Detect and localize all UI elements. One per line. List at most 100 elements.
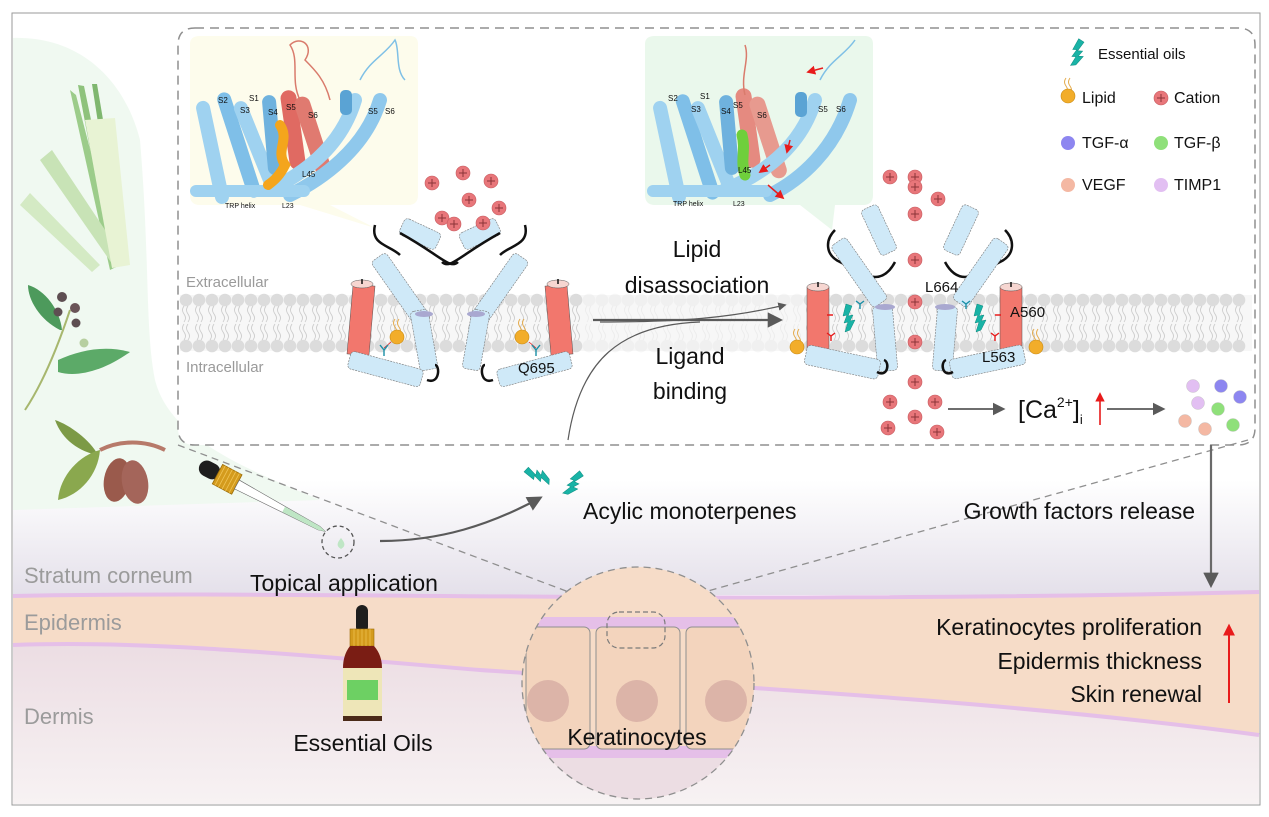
cation-ion [475,215,491,231]
outcome-skin-renewal: Skin renewal [1070,681,1202,707]
lipid-head [1154,293,1168,307]
lipid-head [777,339,791,353]
lipid-head [192,293,206,307]
vegf-dot [1061,178,1075,192]
lipid-tail [221,305,229,341]
lipid-head [569,293,583,307]
lipid-head [179,293,193,307]
lipid-tail [650,305,658,341]
legend: Essential oils Lipid Cation TGF-α TGF-β … [1060,37,1221,194]
cation-ion [446,216,462,232]
lipid-head [673,293,687,307]
open-channel: L664 A560 L563 [789,169,1045,440]
lipid-head [309,293,323,307]
lipid-tail [1170,305,1178,341]
lipid-head [751,339,765,353]
outcome-keratinocytes-proliferation: Keratinocytes proliferation [936,614,1202,640]
closed-s4-label: S4 [268,108,278,117]
lipid-head [829,293,843,307]
lipid-head [1050,339,1064,353]
lipid-tail [247,305,255,341]
a560-residue-label: A560 [1010,304,1045,321]
l563-residue-label: L563 [982,349,1015,366]
lipid-tail [1027,305,1035,341]
closed-s6-label: S6 [308,111,318,120]
lipid-head [1193,293,1207,307]
cation-ion [424,175,440,191]
intracellular-label: Intracellular [186,359,264,376]
closed-l23-label: L23 [282,203,294,210]
lipid-head [764,293,778,307]
lipid-head [270,339,284,353]
calcium-flow: [Ca2+]i [948,379,1247,436]
basement-line-top [12,590,1260,600]
lipid-tail [1157,305,1165,341]
lipid-head [1141,339,1155,353]
lipid-head [933,293,947,307]
lipid-tail [923,305,931,341]
tgf-beta-dot [1154,136,1168,150]
cation-ion [455,165,471,181]
lipid-head [205,339,219,353]
ligand-label-line1: Ligand [655,343,724,369]
lipid-head [920,293,934,307]
open-s5-label: S5 [733,101,743,110]
calcium-label: [Ca2+]i [1018,394,1083,427]
timp1-dot [1154,178,1168,192]
lipid-head [504,339,518,353]
lipid-head [296,339,310,353]
lipid-tail [702,305,710,341]
closed-trp-helix-label: TRP helix [225,203,256,210]
cation-ion [491,200,507,216]
lipid-head [686,293,700,307]
lipid-tail [611,305,619,341]
lipid-head [1219,293,1233,307]
ligand-binding-curve [567,321,701,441]
lipid-tail [1118,305,1126,341]
zoom-guides [177,439,1249,604]
open-s3-label: S3 [691,105,701,114]
open-l23-label: L23 [733,201,745,208]
legend-tgf-beta: TGF-β [1174,135,1221,152]
lipid-head [972,339,986,353]
lipid-head [1167,293,1181,307]
lipid-head [985,339,999,353]
lipid-tail [637,305,645,341]
tgf-beta-growth-factor [1211,402,1225,416]
lipid-tail [1183,305,1191,341]
closed-structure-inset: S2 S1 S3 S4 S5 S6 S5 S6 L45 TRP helix L2… [190,36,418,228]
open-l45-label: L45 [738,166,752,175]
lipid-head [322,293,336,307]
cation-ion [930,191,946,207]
cation-ion [483,173,499,189]
lipid-head [1232,293,1246,307]
cation-ion [882,394,898,410]
lipid-tail [377,305,385,341]
lipid-tail [455,305,463,341]
open-s6b-label: S6 [836,105,846,114]
lipid-head [777,293,791,307]
lipid-head [1128,293,1142,307]
vegf-growth-factor [1178,414,1192,428]
ligand-label-line2: binding [653,378,727,404]
lipid-head [790,293,804,307]
lipid-tail [1222,305,1230,341]
tgf-alpha-dot [1061,136,1075,150]
keratinocytes-label: Keratinocytes [567,724,706,750]
lipid-tail [273,305,281,341]
lipid-head [309,339,323,353]
lipid-tail [572,305,580,341]
lipid-head [1180,339,1194,353]
lipid-tail [520,305,528,341]
q695-residue-label: Q695 [518,360,555,377]
lipid-tail [195,305,203,341]
lipid-head [647,293,661,307]
lipid-disassociation-arrow-2 [599,302,787,323]
lipid-tail [585,305,593,341]
dermis-label: Dermis [24,704,94,729]
lipid-head [959,339,973,353]
vegf-growth-factor [1198,422,1212,436]
lipid-head [1076,339,1090,353]
lipid-label-line1: Lipid [673,236,722,262]
